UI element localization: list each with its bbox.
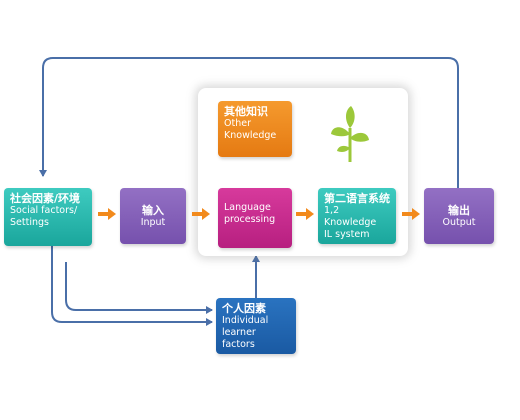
other-knowledge-en-line2: Knowledge bbox=[224, 129, 277, 141]
language-processing-en-line1: Language bbox=[224, 202, 271, 213]
l2-system-en-line1: 1,2 Knowledge bbox=[324, 205, 377, 228]
social-factors-en-line1: Social factors/ bbox=[10, 205, 78, 217]
social-factors-box: 社会因素/环境 Social factors/ Settings bbox=[4, 188, 92, 246]
output-box: 输出 Output bbox=[424, 188, 494, 244]
l2-system-zh: 第二语言系统 bbox=[324, 192, 390, 205]
social-factors-en-line2: Settings bbox=[10, 216, 49, 228]
input-zh: 输入 bbox=[142, 203, 164, 217]
other-knowledge-zh: 其他知识 bbox=[224, 105, 268, 118]
social-to-individual-line-2 bbox=[65, 262, 213, 314]
language-processing-box: Language processing bbox=[218, 188, 292, 248]
other-knowledge-box: 其他知识 Other Knowledge bbox=[218, 101, 292, 157]
sprout-icon bbox=[328, 104, 372, 164]
individual-factors-en-line1: Individual bbox=[222, 315, 269, 327]
second-language-system-box: 第二语言系统 1,2 Knowledge IL system bbox=[318, 188, 396, 244]
individual-factors-en-line2: learner factors bbox=[222, 326, 256, 350]
l2-system-en-line2: IL system bbox=[324, 228, 370, 240]
output-en: Output bbox=[442, 216, 476, 228]
output-zh: 输出 bbox=[448, 203, 470, 217]
input-en: Input bbox=[140, 216, 166, 228]
language-processing-en-line2: processing bbox=[224, 213, 276, 225]
other-knowledge-en-line1: Other bbox=[224, 118, 251, 130]
feedback-loop-line bbox=[39, 57, 459, 188]
input-box: 输入 Input bbox=[120, 188, 186, 244]
social-factors-zh: 社会因素/环境 bbox=[10, 192, 81, 205]
individual-factors-box: 个人因素 Individual learner factors bbox=[216, 298, 296, 354]
individual-factors-zh: 个人因素 bbox=[222, 302, 266, 315]
social-to-individual-line-1 bbox=[51, 246, 213, 326]
